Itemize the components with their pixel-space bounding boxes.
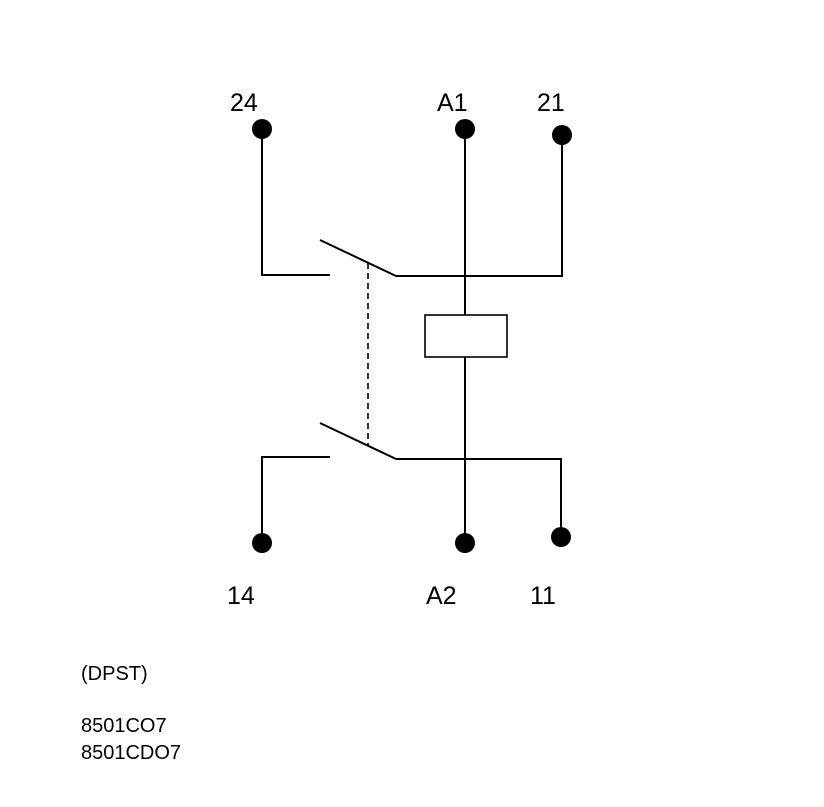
terminal-label-21: 21 (537, 89, 565, 117)
wire-upper-common-21 (396, 135, 563, 277)
terminal-label-a2: A2 (426, 582, 457, 610)
wire-14 (261, 456, 330, 543)
terminal-label-11: 11 (530, 582, 556, 610)
model-number: 8501CDO7 (81, 742, 182, 764)
model-number: 8501CO7 (81, 715, 167, 737)
upper-switch-blade (319, 239, 397, 277)
terminal-label-24: 24 (230, 89, 258, 117)
terminal-label-a1: A1 (437, 89, 468, 117)
terminal-label-14: 14 (227, 582, 255, 610)
lower-switch-blade (319, 422, 397, 460)
relay-coil (424, 314, 508, 358)
wire-24 (261, 129, 330, 276)
wire-lower-common-11 (396, 458, 562, 537)
model-list: 8501CO7 8501CDO7 (81, 713, 181, 767)
contact-type-note: (DPST) (81, 663, 148, 685)
